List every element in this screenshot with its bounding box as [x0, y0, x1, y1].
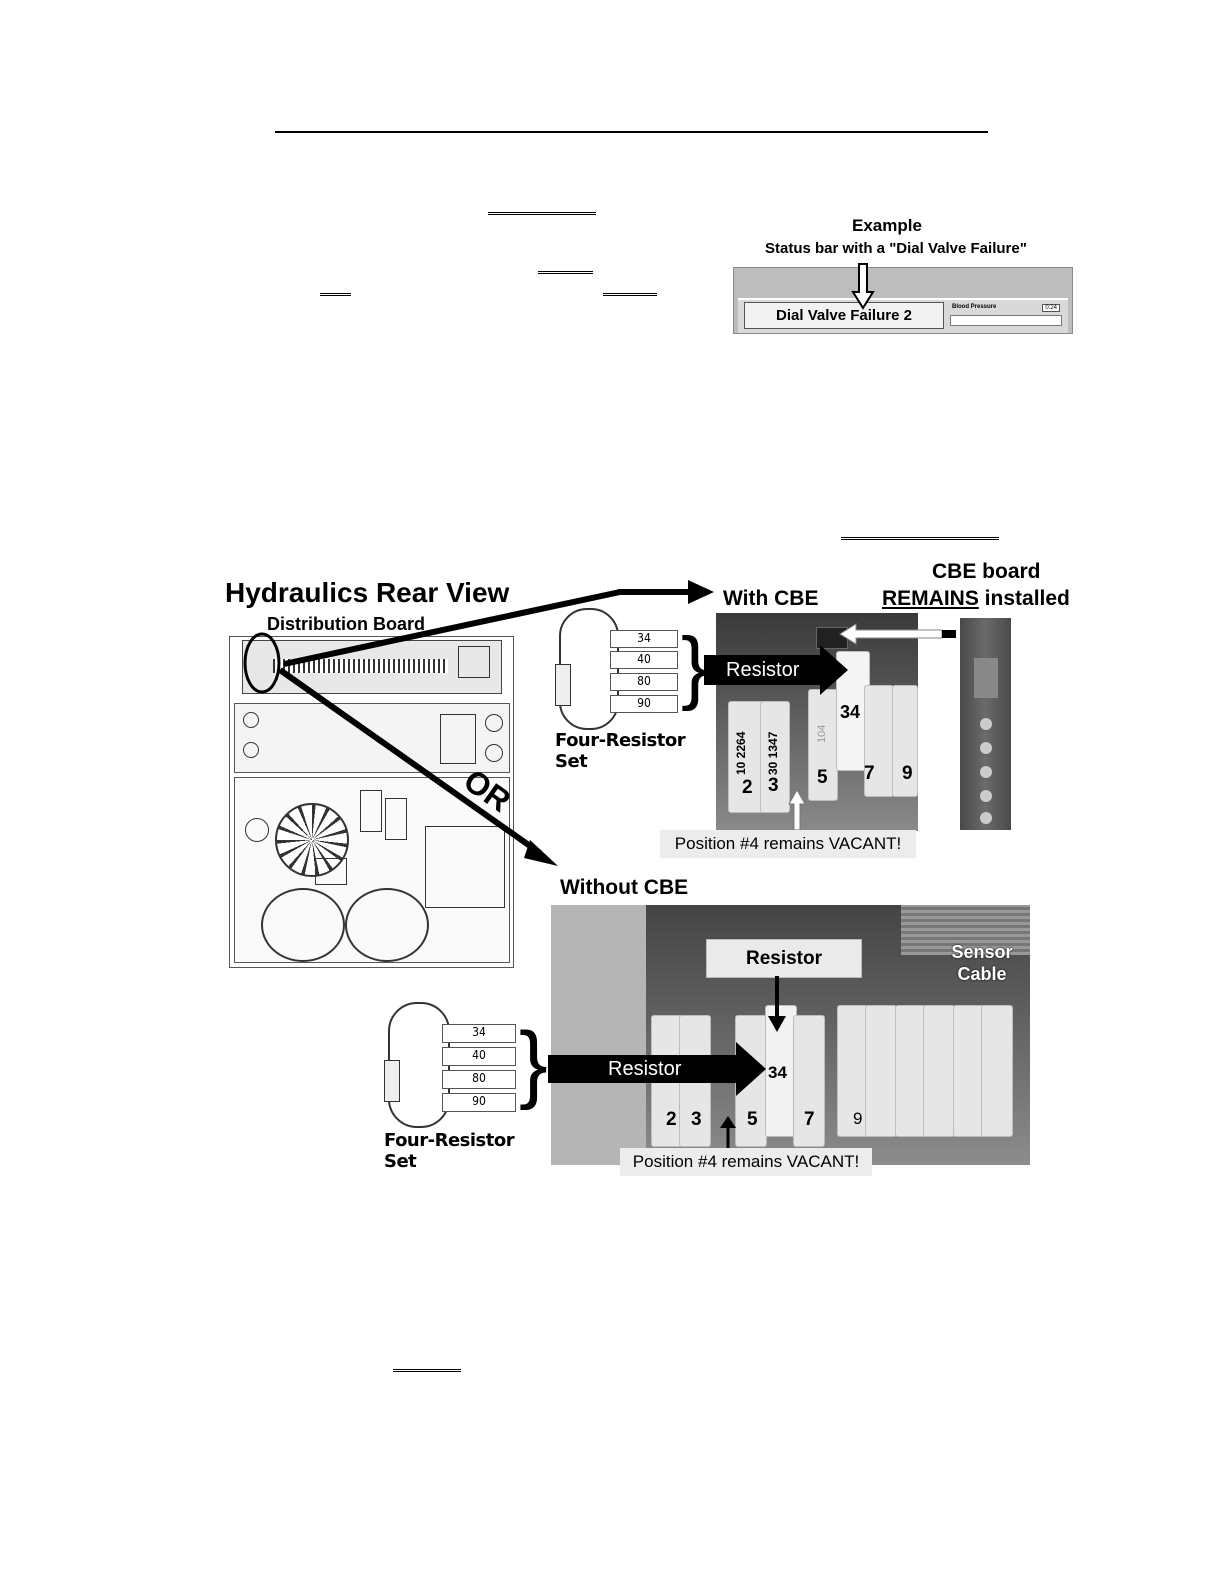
- resistor-2: [728, 701, 764, 813]
- vacant-note-bottom: Position #4 remains VACANT!: [620, 1148, 872, 1176]
- status-message-box: Dial Valve Failure 2: [744, 302, 944, 329]
- cbe-board-photo: [960, 618, 1011, 830]
- side-bar: [950, 315, 1062, 326]
- arrow-to-without-cbe: [278, 667, 542, 856]
- resistor-value-40: 40: [610, 651, 678, 669]
- status-message: Dial Valve Failure 2: [776, 307, 912, 324]
- resistor-arrow-bottom-head: [736, 1042, 766, 1096]
- pos-2: 2: [742, 777, 753, 798]
- without-cbe-label: Without CBE: [560, 876, 689, 899]
- underline-5: [841, 537, 999, 540]
- underline-4: [603, 293, 657, 296]
- distribution-board: [242, 640, 502, 694]
- installed-word: installed: [978, 587, 1070, 610]
- resistor-value-80: 80: [610, 673, 678, 691]
- side-label: Blood Pressure: [952, 304, 997, 310]
- pos-7: 7: [864, 763, 875, 784]
- hydraulics-drawing: [229, 636, 514, 968]
- resistor-value-34-b: 34: [442, 1024, 516, 1043]
- resistor-9: [892, 685, 918, 797]
- resistor-label-box: Resistor: [706, 939, 862, 978]
- resistor-value-40-b: 40: [442, 1047, 516, 1066]
- resistor-value-90-b: 90: [442, 1093, 516, 1112]
- status-arrow: [851, 263, 875, 310]
- status-bar-example: Dial Valve Failure 2 Blood Pressure 0:24: [733, 267, 1073, 334]
- underline-6: [393, 1369, 461, 1372]
- arrow-to-with-cbe: [283, 589, 621, 667]
- resistor-value-34: 34: [610, 630, 678, 648]
- underline-3: [320, 293, 351, 296]
- resistor-5: [808, 689, 838, 801]
- vacant-note-bottom-text: Position #4 remains VACANT!: [632, 1152, 860, 1171]
- pos-34: 34: [840, 702, 861, 722]
- underline-2: [538, 271, 593, 274]
- code-1: 10 2264: [734, 731, 748, 775]
- four-resistor-set-label-b: Four-Resistor Set: [384, 1130, 515, 1172]
- bracket: }: [681, 621, 709, 712]
- resistor-3: [760, 701, 790, 813]
- resistor-label-box-text: Resistor: [745, 948, 823, 969]
- resistor-value-90: 90: [610, 695, 678, 713]
- distribution-board-label: Distribution Board: [267, 614, 425, 634]
- pos-5-bottom: 5: [747, 1109, 758, 1130]
- side-field: Blood Pressure 0:24: [950, 304, 1062, 326]
- pos-2-bottom: 2: [666, 1109, 677, 1130]
- sensor-cable-label: Sensor Cable: [951, 942, 1013, 984]
- vacant-note-top: Position #4 remains VACANT!: [660, 830, 916, 858]
- lower-panel: [234, 777, 510, 963]
- vacant-arrow-bottom: [720, 1116, 736, 1150]
- vacant-note-top-text: Position #4 remains VACANT!: [674, 834, 902, 853]
- resistor-down-arrow: [768, 976, 786, 1032]
- pos-9-bottom: 9: [853, 1109, 863, 1128]
- cbe-board-remains: REMAINS installed: [882, 587, 1070, 611]
- resistor-arrow-top-label: Resistor: [726, 659, 800, 681]
- underline-1: [488, 212, 596, 215]
- resistor-arrow-bottom: Resistor: [548, 1055, 738, 1083]
- pos-7-bottom: 7: [804, 1109, 815, 1130]
- resistor-arrow-top: Resistor: [704, 655, 822, 685]
- example-caption: Status bar with a "Dial Valve Failure": [765, 240, 1027, 257]
- cbe-pointer-arrow: [839, 623, 956, 645]
- board-callout-ellipse: [243, 632, 281, 694]
- four-resistor-set-label: Four-Resistor Set: [555, 730, 686, 772]
- resistor-value-80-b: 80: [442, 1070, 516, 1089]
- code-2: 30 1347: [766, 731, 780, 775]
- cbe-board-label: CBE board: [932, 560, 1041, 583]
- pos-9: 9: [902, 763, 913, 784]
- code-3: 104: [816, 724, 828, 743]
- pos-3: 3: [768, 775, 779, 796]
- four-resistor-set-top: 34 40 80 90 } Four-Resistor Set: [553, 606, 708, 772]
- pos-5: 5: [817, 767, 828, 788]
- resistor-arrow-bottom-label: Resistor: [608, 1058, 682, 1080]
- four-resistor-set-bottom: 34 40 80 90 } Four-Resistor Set: [382, 1000, 548, 1172]
- example-title: Example: [852, 216, 922, 235]
- pos-34-bottom: 34: [768, 1063, 787, 1082]
- without-cbe-photo: 2 3 5 34 7 9 Sensor Cable: [551, 905, 1030, 1165]
- vacant-arrow-top: [788, 788, 806, 831]
- remains-word: REMAINS: [882, 587, 979, 610]
- resistor-arrow-top-head: [820, 645, 848, 695]
- header-rule: [275, 131, 988, 133]
- pos-3-bottom: 3: [691, 1109, 702, 1130]
- hydraulics-title: Hydraulics Rear View: [225, 577, 510, 608]
- with-cbe-photo: 10 2264 30 1347 104 2 3 5 34 7 9: [716, 613, 918, 831]
- with-cbe-label: With CBE: [723, 587, 819, 610]
- side-value: 0:24: [1042, 304, 1060, 312]
